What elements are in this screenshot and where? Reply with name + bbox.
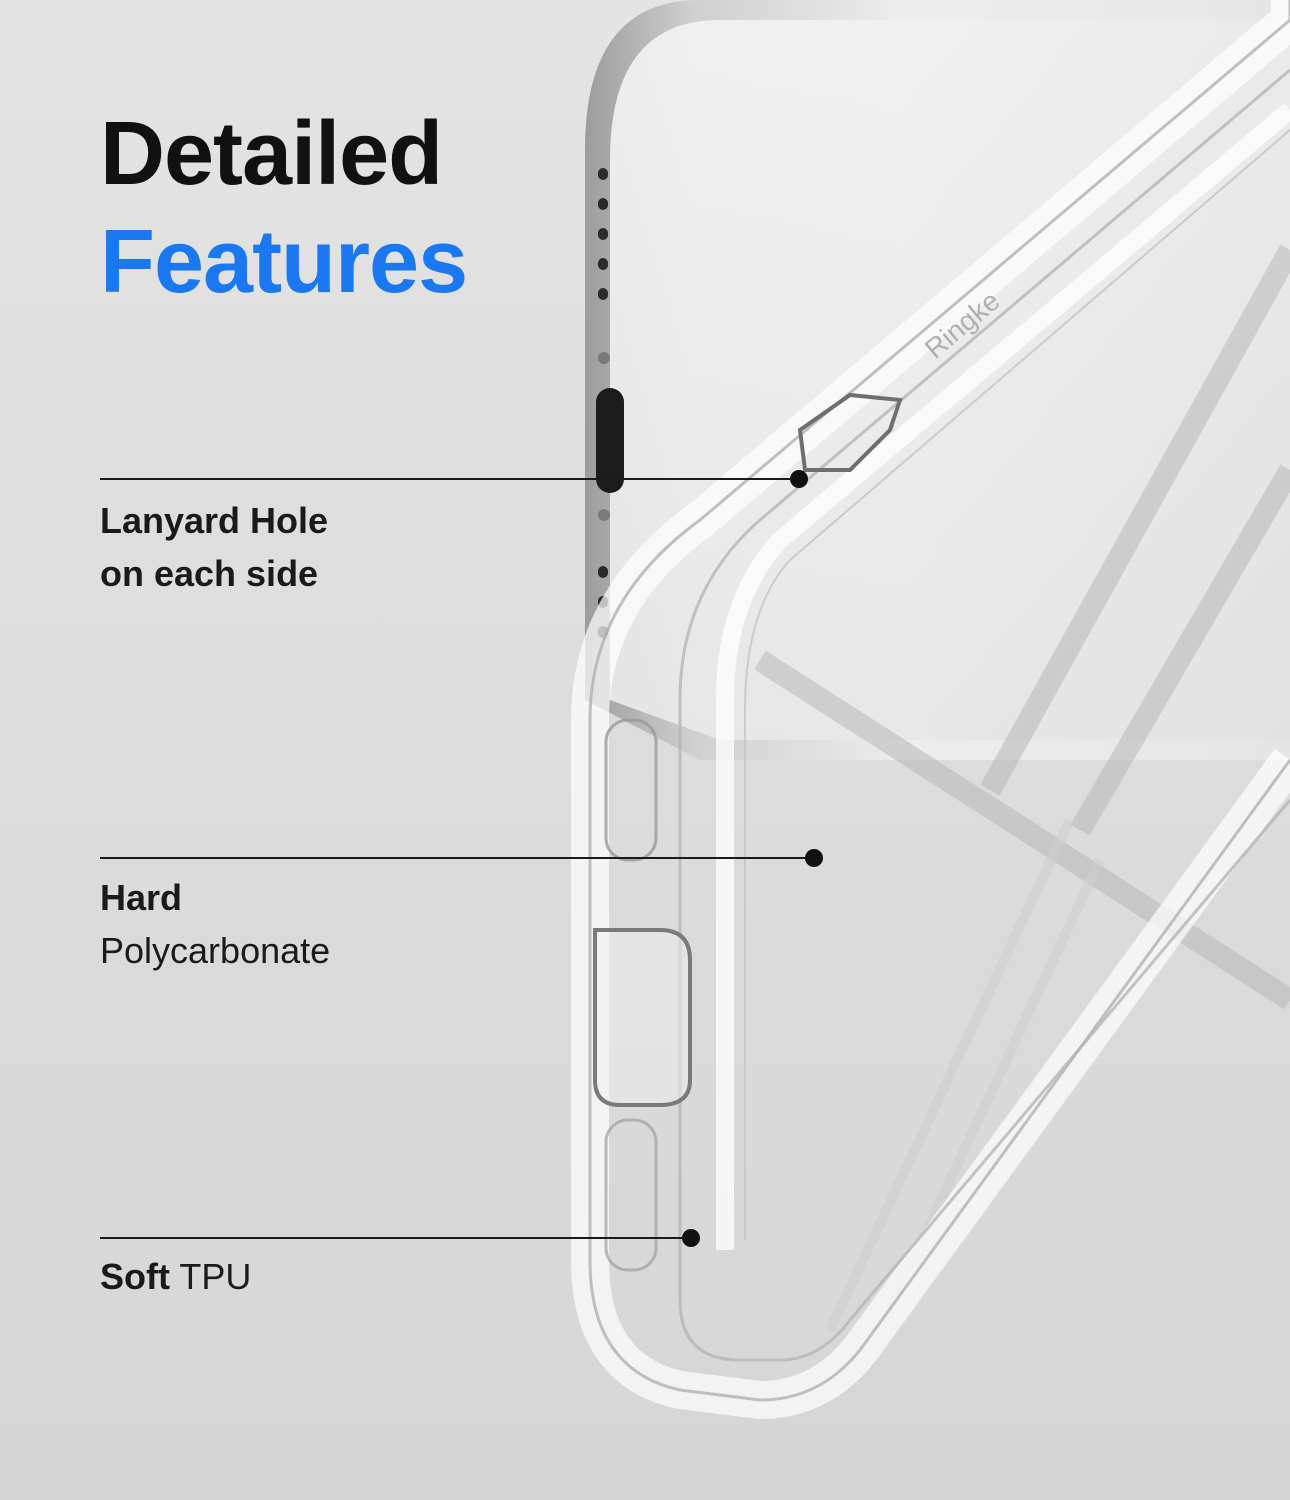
callout-soft-tpu: Soft TPU — [100, 1250, 251, 1303]
callout-lanyard-hole: Lanyard Hole on each side — [100, 494, 328, 600]
tpu-marker-dot — [682, 1229, 700, 1247]
headline: Detailed Features — [100, 100, 468, 316]
callout-hard-polycarbonate: Hard Polycarbonate — [100, 871, 330, 977]
callout-polycarbonate-title: Hard — [100, 877, 183, 918]
callout-tpu-regular: TPU — [169, 1256, 252, 1297]
lanyard-leader-line — [100, 478, 800, 480]
callout-tpu-bold: Soft — [100, 1256, 170, 1297]
polycarbonate-marker-dot — [805, 849, 823, 867]
headline-line-2: Features — [100, 212, 468, 312]
polycarbonate-leader-line — [100, 857, 814, 859]
headline-line-1: Detailed — [100, 104, 443, 204]
callout-polycarbonate-subtitle: Polycarbonate — [100, 930, 331, 971]
callout-lanyard-title: Lanyard Hole — [100, 500, 329, 541]
charging-port — [596, 388, 624, 493]
tpu-leader-line — [100, 1237, 690, 1239]
callout-lanyard-subtitle: on each side — [100, 553, 319, 594]
lanyard-marker-dot — [790, 470, 808, 488]
